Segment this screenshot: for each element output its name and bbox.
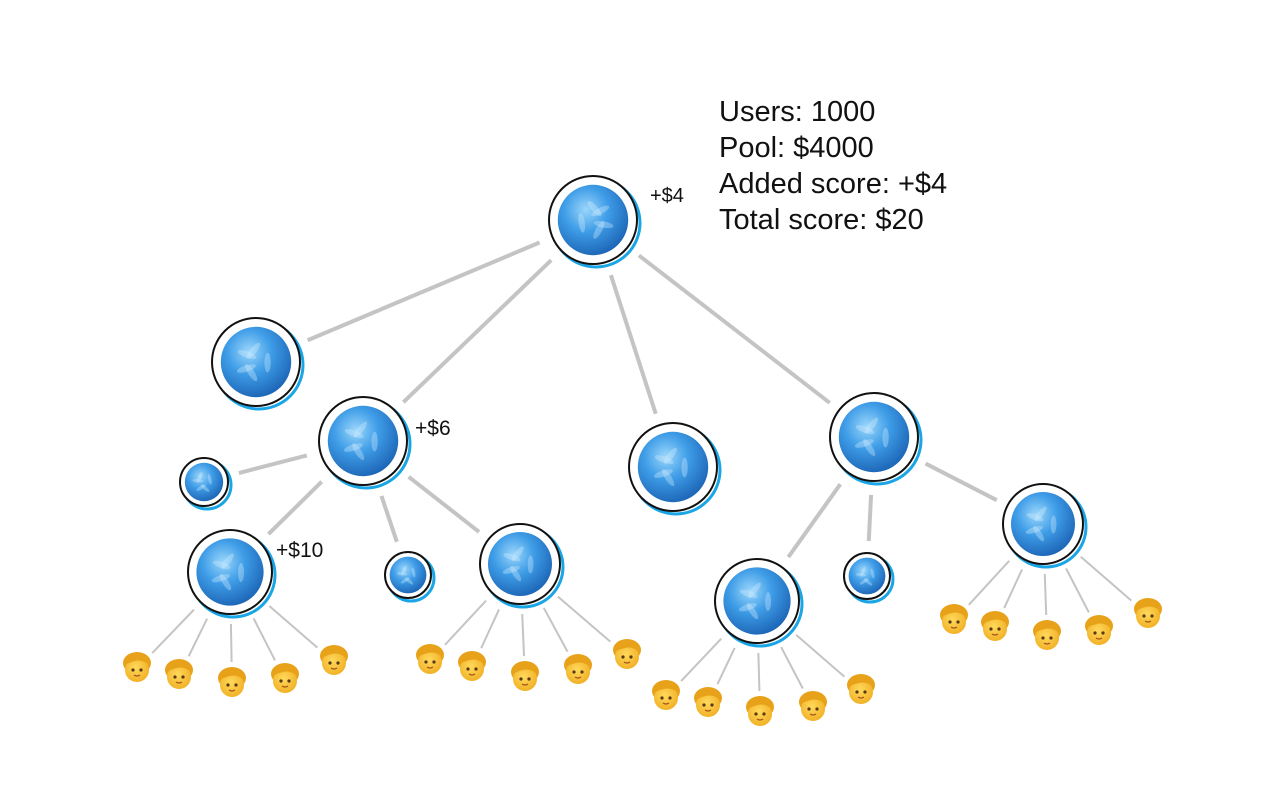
person-icon	[416, 644, 444, 674]
user-edge	[187, 618, 209, 657]
person-icon	[799, 691, 827, 721]
user-edge	[680, 638, 722, 682]
person-icon	[746, 696, 774, 726]
user-edge	[521, 613, 526, 657]
person-icon	[652, 680, 680, 710]
tree-edge	[866, 494, 874, 542]
planet-node[interactable]	[479, 523, 565, 609]
tree-edge	[608, 274, 658, 415]
user-edge	[229, 623, 233, 663]
tree-edge	[637, 253, 831, 405]
planet-node[interactable]	[179, 457, 233, 511]
planet-node[interactable]	[1002, 483, 1088, 569]
planet-icon	[1011, 492, 1075, 556]
user-edge	[795, 634, 846, 678]
tree-edge	[306, 240, 541, 343]
planet-node[interactable]	[384, 551, 436, 603]
user-edge	[268, 605, 319, 649]
person-icon	[165, 659, 193, 689]
tree-edge	[379, 495, 399, 543]
planet-icon	[723, 567, 791, 635]
user-edge	[968, 560, 1010, 606]
user-icons	[123, 598, 1162, 726]
user-edge	[252, 617, 276, 661]
planet-icon	[848, 557, 886, 595]
pool-amount: Pool: $4000	[719, 132, 874, 164]
user-edges	[151, 555, 1133, 692]
mid-node-score-label: +$6	[415, 417, 451, 440]
person-icon	[271, 663, 299, 693]
person-icon	[1134, 598, 1162, 628]
tree-edge	[924, 461, 998, 502]
person-icon	[218, 667, 246, 697]
person-icon	[694, 687, 722, 717]
planet-icon	[557, 184, 629, 256]
planet-node[interactable]	[211, 317, 305, 411]
planet-icon	[838, 401, 910, 473]
tree-edge	[267, 480, 324, 536]
person-icon	[123, 652, 151, 682]
user-edge	[780, 646, 804, 689]
tree-edge	[238, 453, 308, 475]
planet-icon	[196, 538, 264, 606]
planet-icon	[389, 556, 427, 594]
planet-node[interactable]	[843, 552, 895, 604]
person-icon	[458, 651, 486, 681]
person-icon	[1033, 620, 1061, 650]
planet-icon	[637, 431, 709, 503]
planet-node[interactable]	[714, 558, 804, 648]
tree-edges	[238, 240, 998, 559]
user-edge	[757, 652, 761, 692]
planet-node[interactable]	[187, 529, 277, 619]
person-icon	[564, 654, 592, 684]
user-edge	[444, 599, 487, 646]
person-icon	[940, 604, 968, 634]
planet-icon	[220, 326, 292, 398]
person-icon	[511, 661, 539, 691]
user-edge	[480, 608, 500, 649]
tree-edge	[786, 483, 842, 559]
low-node-score-label: +$10	[276, 539, 323, 562]
tree-edge	[407, 475, 481, 534]
planet-icon	[488, 532, 552, 596]
stats-panel: Users: 1000 Pool: $4000 Added score: +$4…	[719, 94, 947, 238]
planet-icon	[327, 405, 399, 477]
tree-nodes	[179, 175, 1088, 648]
person-icon	[1085, 615, 1113, 645]
node-labels: +$4 +$6 +$10	[276, 185, 684, 562]
planet-node[interactable]	[829, 392, 923, 486]
user-edge	[716, 647, 736, 685]
person-icon	[847, 674, 875, 704]
root-node-score-label: +$4	[650, 185, 684, 207]
user-edge	[557, 595, 611, 643]
person-icon	[613, 639, 641, 669]
person-icon	[981, 611, 1009, 641]
tree-edge	[401, 258, 553, 404]
planet-node[interactable]	[628, 422, 722, 516]
user-edge	[542, 607, 569, 653]
planet-icon	[184, 462, 224, 502]
user-edge	[1065, 567, 1090, 613]
planet-node[interactable]	[548, 175, 642, 269]
user-edge	[1043, 573, 1048, 616]
total-score: Total score: $20	[719, 204, 924, 236]
user-edge	[151, 608, 195, 654]
added-score: Added score: +$4	[719, 168, 948, 200]
user-edge	[1080, 555, 1133, 602]
person-icon	[320, 645, 348, 675]
users-count: Users: 1000	[719, 96, 876, 128]
user-edge	[1003, 568, 1023, 609]
planet-node[interactable]	[318, 396, 412, 490]
